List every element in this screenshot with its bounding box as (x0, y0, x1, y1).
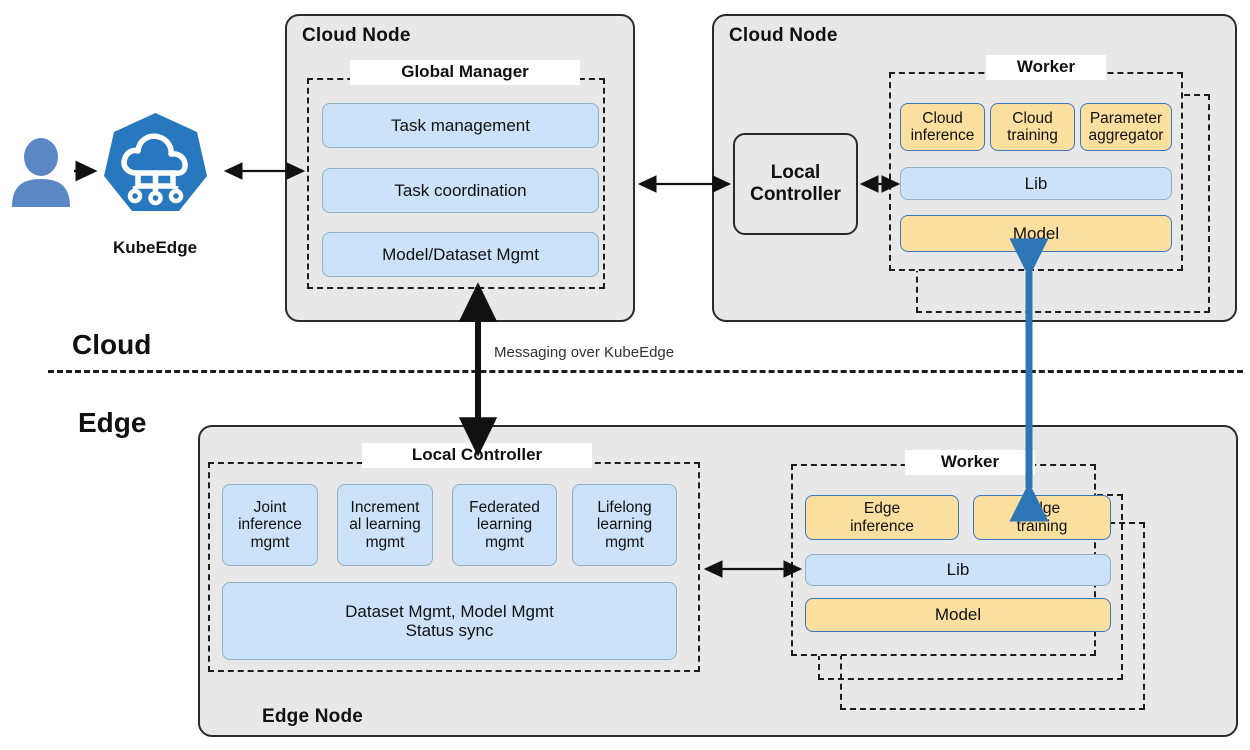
federated-learning-mgmt-box[interactable]: Federated learning mgmt (452, 484, 557, 566)
parameter-aggregator-line2: aggregator (1088, 127, 1164, 144)
cloud-lib-label: Lib (1024, 173, 1048, 193)
edge-training-line1: Edge (1023, 500, 1061, 518)
edge-region-label: Edge (78, 407, 147, 438)
incremental-learning-mgmt-line2: al learning (349, 516, 421, 534)
joint-inference-mgmt-line2: inference (238, 516, 302, 534)
task-management-label: Task management (391, 115, 530, 135)
cloud-training-line2: training (1007, 127, 1058, 144)
status-sync-line2: Status sync (405, 621, 494, 640)
kubeedge-cloud-logo (93, 110, 218, 235)
edge-inference-line2: inference (850, 517, 914, 535)
task-coordination-label: Task coordination (394, 180, 527, 200)
model-dataset-mgmt-box[interactable]: Model/Dataset Mgmt (322, 232, 599, 277)
model-dataset-mgmt-label: Model/Dataset Mgmt (382, 244, 539, 264)
user-icon (10, 135, 72, 207)
parameter-aggregator-box[interactable]: Parameter aggregator (1080, 103, 1172, 151)
parameter-aggregator-line1: Parameter (1089, 109, 1163, 127)
edge-lib-box[interactable]: Lib (805, 554, 1111, 586)
cloud-region-label: Cloud (72, 329, 152, 360)
joint-inference-mgmt-box[interactable]: Joint inference mgmt (222, 484, 318, 566)
joint-inference-mgmt-line3: mgmt (250, 533, 290, 551)
edge-inference-box[interactable]: Edge inference (805, 495, 959, 540)
joint-inference-mgmt-line1: Joint (253, 498, 287, 516)
edge-node-title: Edge Node (262, 706, 364, 727)
federated-learning-mgmt-line3: mgmt (485, 533, 524, 551)
edge-inference-line1: Edge (863, 500, 901, 518)
task-coordination-box[interactable]: Task coordination (322, 168, 599, 213)
cloud-local-controller-line2: Controller (750, 184, 841, 205)
lifelong-learning-mgmt-line3: mgmt (605, 533, 644, 551)
edge-model-box[interactable]: Model (805, 598, 1111, 632)
edge-local-controller-label: Local Controller (362, 443, 592, 468)
incremental-learning-mgmt-line3: mgmt (365, 533, 405, 551)
incremental-learning-mgmt-line1: Increment (350, 498, 420, 516)
lifelong-learning-mgmt-line1: Lifelong (597, 498, 652, 516)
dataset-model-mgmt-line1: Dataset Mgmt, Model Mgmt (345, 601, 554, 621)
cloud-training-line1: Cloud (1012, 109, 1053, 127)
cloud-local-controller-box[interactable]: Local Controller (733, 133, 858, 235)
incremental-learning-mgmt-box[interactable]: Increment al learning mgmt (337, 484, 433, 566)
cloud-node-left-title: Cloud Node (302, 25, 411, 46)
cloud-lib-box[interactable]: Lib (900, 167, 1172, 200)
cloud-model-box[interactable]: Model (900, 215, 1172, 252)
lifelong-learning-mgmt-box[interactable]: Lifelong learning mgmt (572, 484, 677, 566)
messaging-over-kubeedge-label: Messaging over KubeEdge (494, 344, 675, 361)
cloud-edge-divider (48, 370, 1243, 373)
kubeedge-label: KubeEdge (112, 238, 198, 257)
federated-learning-mgmt-line1: Federated (469, 498, 540, 516)
edge-lib-label: Lib (946, 560, 970, 580)
cloud-worker-label: Worker (986, 55, 1106, 80)
cloud-inference-box[interactable]: Cloud inference (900, 103, 985, 151)
edge-model-label: Model (934, 605, 982, 625)
cloud-training-box[interactable]: Cloud training (990, 103, 1075, 151)
cloud-model-label: Model (1012, 223, 1060, 243)
lifelong-learning-mgmt-line2: learning (596, 516, 653, 534)
edge-training-box[interactable]: Edge training (973, 495, 1111, 540)
cloud-local-controller-line1: Local (770, 161, 821, 183)
global-manager-label: Global Manager (350, 60, 580, 85)
edge-worker-label: Worker (905, 450, 1035, 475)
federated-learning-mgmt-line2: learning (476, 516, 533, 534)
task-management-box[interactable]: Task management (322, 103, 599, 148)
cloud-inference-line2: inference (910, 127, 975, 144)
edge-training-line2: training (1016, 517, 1068, 535)
dataset-model-status-box[interactable]: Dataset Mgmt, Model Mgmt Status sync (222, 582, 677, 660)
cloud-inference-line1: Cloud (922, 109, 963, 127)
cloud-node-right-title: Cloud Node (729, 25, 838, 46)
